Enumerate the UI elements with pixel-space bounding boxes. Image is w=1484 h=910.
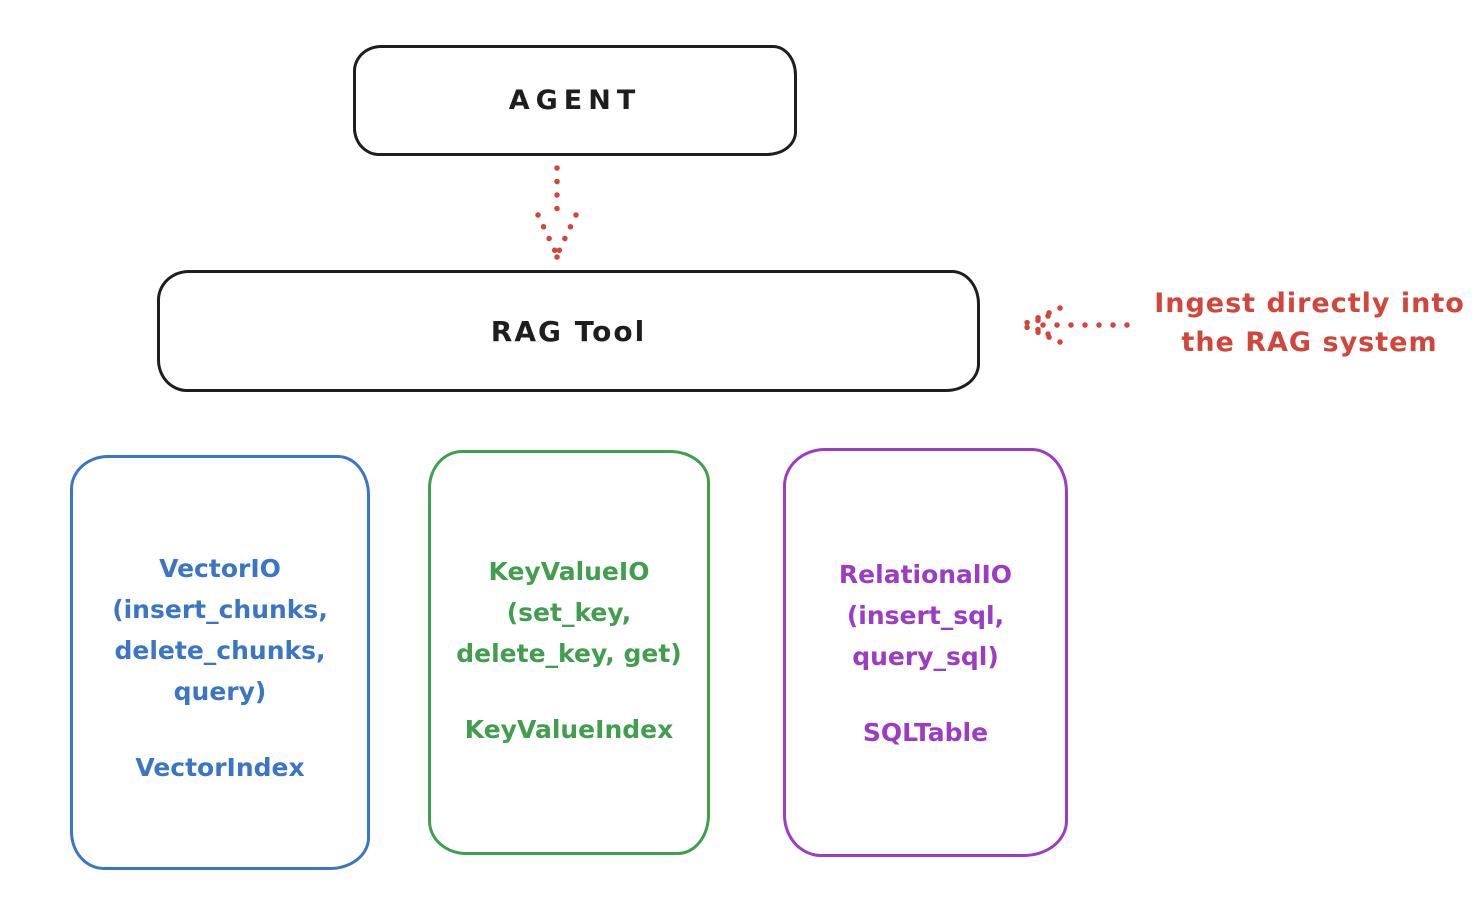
key-value-io-methods-line1: (set_key, (506, 598, 632, 627)
vector-index-label: VectorIndex (135, 753, 305, 782)
vector-io-title: VectorIO (159, 554, 281, 583)
key-value-io-methods-line2: delete_key, get) (456, 639, 682, 668)
vector-io-methods-line1: (insert_chunks, (112, 595, 328, 624)
arrow-down-icon (535, 165, 579, 261)
relational-io-box: RelationalIO (insert_sql, query_sql) SQL… (783, 448, 1068, 857)
ingest-annotation-line1: Ingest directly into (1154, 288, 1465, 319)
ingest-annotation-line2: the RAG system (1181, 327, 1438, 358)
arrow-left-icon (1021, 305, 1130, 345)
vector-io-methods-line3: query) (173, 677, 267, 706)
relational-io-methods-line1: (insert_sql, (846, 601, 1005, 630)
vector-io-methods-line2: delete_chunks, (114, 636, 326, 665)
key-value-index-label: KeyValueIndex (464, 715, 674, 744)
agent-box-label: AGENT (508, 85, 642, 116)
relational-io-methods-line2: query_sql) (852, 642, 999, 671)
rag-tool-box-label: RAG Tool (490, 314, 647, 348)
key-value-io-title: KeyValueIO (488, 557, 650, 586)
agent-to-rag-arrow (528, 160, 588, 264)
agent-box: AGENT (353, 45, 797, 156)
sql-table-label: SQLTable (862, 718, 989, 747)
vector-io-box: VectorIO (insert_chunks, delete_chunks, … (70, 455, 370, 870)
key-value-io-box: KeyValueIO (set_key, delete_key, get) Ke… (428, 450, 710, 855)
rag-tool-box: RAG Tool (157, 270, 980, 392)
annotation-to-rag-arrow (1012, 298, 1137, 354)
ingest-annotation: Ingest directly into the RAG system (1135, 284, 1484, 362)
relational-io-title: RelationalIO (838, 560, 1013, 589)
